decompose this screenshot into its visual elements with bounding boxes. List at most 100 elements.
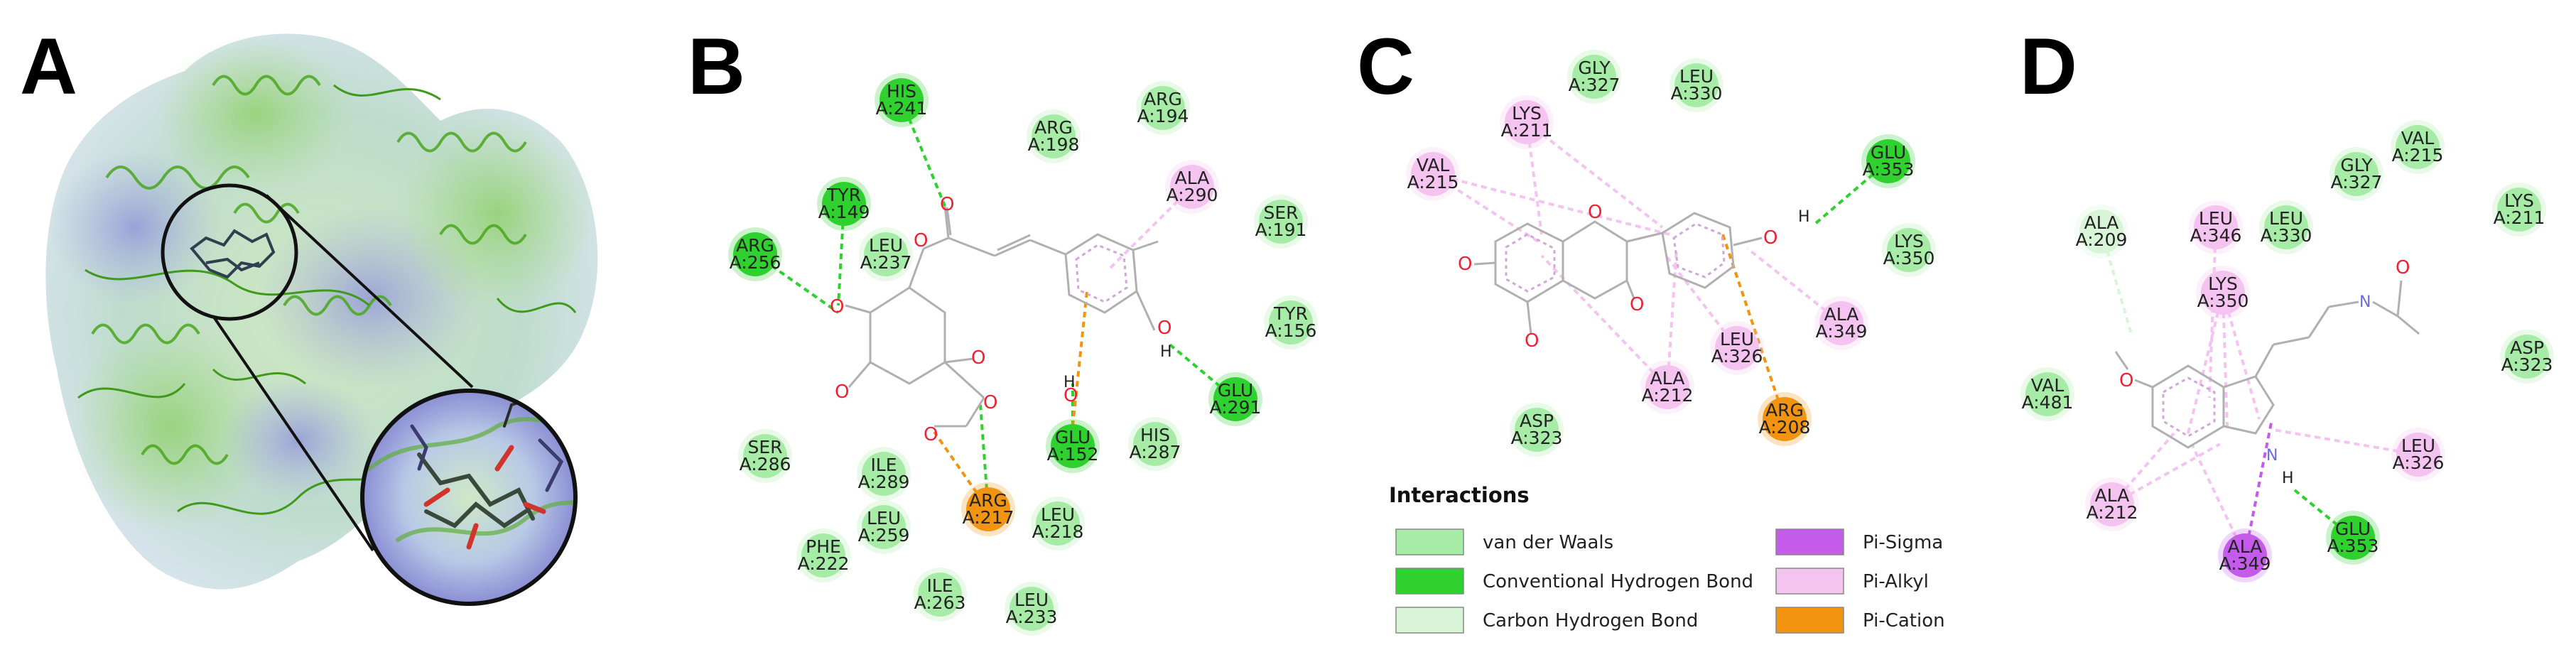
residue-name: LYS bbox=[1512, 103, 1542, 124]
panel-b-interaction-diagram: B bbox=[688, 22, 1318, 636]
residue-name: HIS bbox=[1140, 425, 1170, 445]
panel-letter-b: B bbox=[688, 22, 745, 111]
residue-name: PHE bbox=[806, 536, 841, 557]
residue-number: A:290 bbox=[1167, 185, 1218, 205]
legend-item-carbon-h-bond: Carbon Hydrogen Bond bbox=[1395, 607, 1698, 634]
residue-group-b: HISA:241ARGA:198ARGA:194TYRA:149ALAA:290… bbox=[728, 73, 1318, 636]
legend-item-pi-alkyl: Pi-Alkyl bbox=[1775, 568, 1929, 595]
residue-node bbox=[1887, 228, 1931, 272]
residue-node bbox=[2334, 152, 2379, 196]
residue-number: A:349 bbox=[2219, 553, 2271, 574]
ligand-d-atoms: O O N N H bbox=[2119, 257, 2410, 487]
residue-name: ASP bbox=[1520, 411, 1554, 431]
residue-number: A:215 bbox=[1407, 172, 1459, 192]
residue-number: A:212 bbox=[2087, 502, 2138, 523]
residue-name: ILE bbox=[926, 575, 953, 596]
residue-name: SER bbox=[747, 437, 782, 457]
residue-number: A:323 bbox=[2501, 354, 2553, 375]
svg-text:N: N bbox=[2266, 447, 2278, 465]
residue-name: ILE bbox=[870, 455, 897, 475]
residue-node bbox=[1674, 63, 1719, 107]
residue-name: LEU bbox=[867, 508, 901, 528]
residue-name: ALA bbox=[2095, 485, 2130, 506]
residue-name: GLU bbox=[2335, 519, 2371, 539]
residue-number: A:222 bbox=[798, 553, 850, 574]
residue-name: TYR bbox=[826, 185, 861, 205]
panel-letter-d: D bbox=[2020, 22, 2077, 111]
residue-node bbox=[1505, 100, 1549, 144]
residue-node bbox=[862, 452, 906, 496]
residue-name: GLY bbox=[2340, 155, 2373, 175]
panel-d-interaction-diagram: D O bbox=[2020, 22, 2554, 582]
residue-number: A:291 bbox=[1210, 397, 1262, 418]
svg-text:O: O bbox=[1064, 385, 1078, 406]
residue-name: ASP bbox=[2510, 337, 2544, 358]
residue-name: LEU bbox=[1679, 66, 1714, 87]
svg-text:H: H bbox=[1160, 343, 1172, 361]
residue-number: A:323 bbox=[1511, 428, 1563, 448]
residue-node bbox=[801, 533, 845, 577]
panel-c-interaction-diagram: C O O O O bbox=[1357, 22, 1945, 634]
residue-node bbox=[1515, 408, 1559, 452]
svg-text:O: O bbox=[835, 381, 849, 403]
residue-number: A:353 bbox=[1863, 159, 1915, 180]
residue-group-d: VALA:215GLYA:327LYSA:211LEUA:346LEUA:330… bbox=[2020, 120, 2554, 582]
binding-site-circle bbox=[161, 183, 298, 321]
interaction-lines-d bbox=[2100, 227, 2419, 556]
residue-name: GLU bbox=[1871, 142, 1906, 163]
residue-name: ARG bbox=[736, 235, 774, 256]
residue-number: A:209 bbox=[2076, 229, 2128, 250]
residue-node bbox=[2025, 372, 2069, 416]
legend-label: Pi-Alkyl bbox=[1863, 571, 1929, 592]
zoom-inset bbox=[360, 389, 578, 606]
ligand-b bbox=[845, 205, 1159, 428]
residue-node bbox=[743, 434, 787, 478]
svg-text:O: O bbox=[1588, 202, 1602, 223]
svg-text:O: O bbox=[1458, 254, 1472, 275]
residue-node bbox=[1866, 139, 1910, 183]
residue-node bbox=[2497, 188, 2541, 232]
residue-node bbox=[862, 505, 906, 549]
svg-text:O: O bbox=[983, 392, 997, 413]
interaction-lines-b bbox=[754, 99, 1237, 511]
panel-a-protein-surface: A bbox=[20, 22, 598, 606]
residue-node bbox=[2223, 533, 2267, 577]
residue-node bbox=[2201, 271, 2245, 315]
residue-number: A:346 bbox=[2190, 225, 2242, 246]
residue-node bbox=[733, 232, 777, 276]
svg-text:O: O bbox=[924, 424, 938, 445]
residue-number: A:326 bbox=[1711, 346, 1763, 367]
residue-name: VAL bbox=[1417, 155, 1450, 175]
residue-node bbox=[822, 182, 866, 226]
residue-number: A:215 bbox=[2392, 145, 2444, 166]
residue-number: A:191 bbox=[1255, 219, 1307, 240]
svg-text:H: H bbox=[1798, 208, 1810, 226]
residue-name: ALA bbox=[1175, 168, 1210, 188]
panel-letter-c: C bbox=[1357, 22, 1414, 111]
panel-letter-a: A bbox=[20, 22, 77, 111]
residue-number: A:194 bbox=[1137, 106, 1189, 126]
residue-number: A:287 bbox=[1130, 442, 1181, 462]
residue-node bbox=[1715, 326, 1759, 370]
legend-label: Pi-Sigma bbox=[1863, 532, 1943, 553]
residue-name: LYS bbox=[1894, 231, 1924, 251]
